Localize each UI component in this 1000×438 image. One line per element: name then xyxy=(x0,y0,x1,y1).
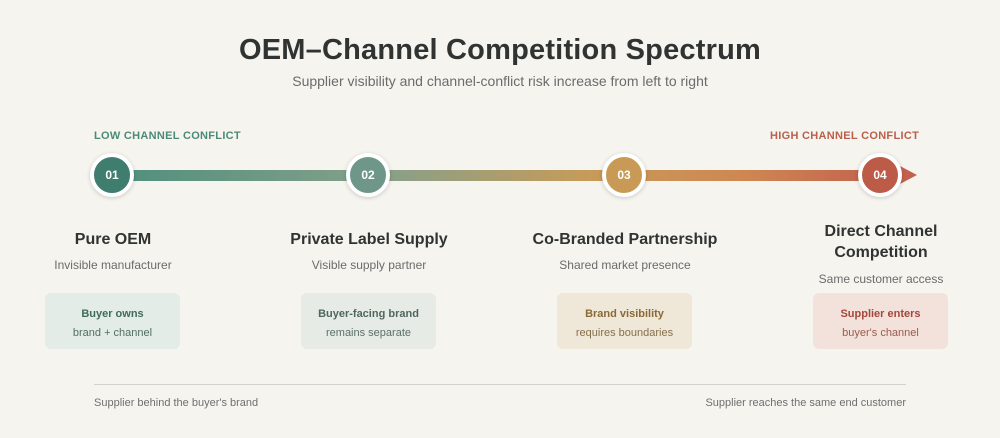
card-line-2: remains separate xyxy=(326,327,411,339)
stage-1: Pure OEM Invisible manufacturer xyxy=(3,229,223,272)
stage-title-line-1: Direct Channel xyxy=(824,223,938,240)
stage-4-card: Supplier enters buyer's channel xyxy=(813,293,948,349)
card-line-1: Buyer-facing brand xyxy=(318,308,419,320)
page-subtitle: Supplier visibility and channel-conflict… xyxy=(292,73,708,89)
stage-title: Private Label Supply xyxy=(290,231,448,248)
card-line-1: Brand visibility xyxy=(585,308,664,320)
card-line-1: Buyer owns xyxy=(81,308,144,320)
stage-node-number: 04 xyxy=(873,168,887,182)
spectrum-track xyxy=(112,170,882,181)
card-line-2: brand + channel xyxy=(72,327,153,339)
page-title: OEM–Channel Competition Spectrum xyxy=(239,34,761,66)
stage-node-1: 01 xyxy=(90,153,134,197)
stage-description: Same customer access xyxy=(818,272,944,286)
card-line-2: requires boundaries xyxy=(575,327,674,339)
stage-node-number: 01 xyxy=(105,168,119,182)
stage-1-card: Buyer owns brand + channel xyxy=(45,293,180,349)
stage-node-3: 03 xyxy=(602,153,646,197)
high-conflict-label: HIGH CHANNEL CONFLICT xyxy=(770,130,920,142)
spectrum-arrow-icon xyxy=(900,166,917,184)
footer-left-label: Supplier behind the buyer's brand xyxy=(94,397,259,409)
stage-4: Direct Channel Competition Same customer… xyxy=(771,221,991,286)
stage-3: Co-Branded Partnership Shared market pre… xyxy=(515,229,735,272)
card-line-2: buyer's channel xyxy=(842,327,919,339)
stage-node-2: 02 xyxy=(346,153,390,197)
stage-title: Pure OEM xyxy=(74,231,152,248)
stage-description: Visible supply partner xyxy=(311,258,427,272)
stage-title: Co-Branded Partnership xyxy=(532,231,718,248)
stage-node-number: 02 xyxy=(361,168,375,182)
stage-2: Private Label Supply Visible supply part… xyxy=(259,229,479,272)
stage-node-4: 04 xyxy=(858,153,902,197)
stage-3-card: Brand visibility requires boundaries xyxy=(557,293,692,349)
stage-2-card: Buyer-facing brand remains separate xyxy=(301,293,436,349)
footer-right-label: Supplier reaches the same end customer xyxy=(705,397,906,409)
stage-node-number: 03 xyxy=(617,168,631,182)
stage-title-line-2: Competition xyxy=(834,244,928,261)
low-conflict-label: LOW CHANNEL CONFLICT xyxy=(94,130,241,142)
stage-description: Invisible manufacturer xyxy=(54,258,172,272)
stage-description: Shared market presence xyxy=(559,258,691,272)
card-line-1: Supplier enters xyxy=(840,308,921,320)
footer-divider xyxy=(94,384,906,385)
